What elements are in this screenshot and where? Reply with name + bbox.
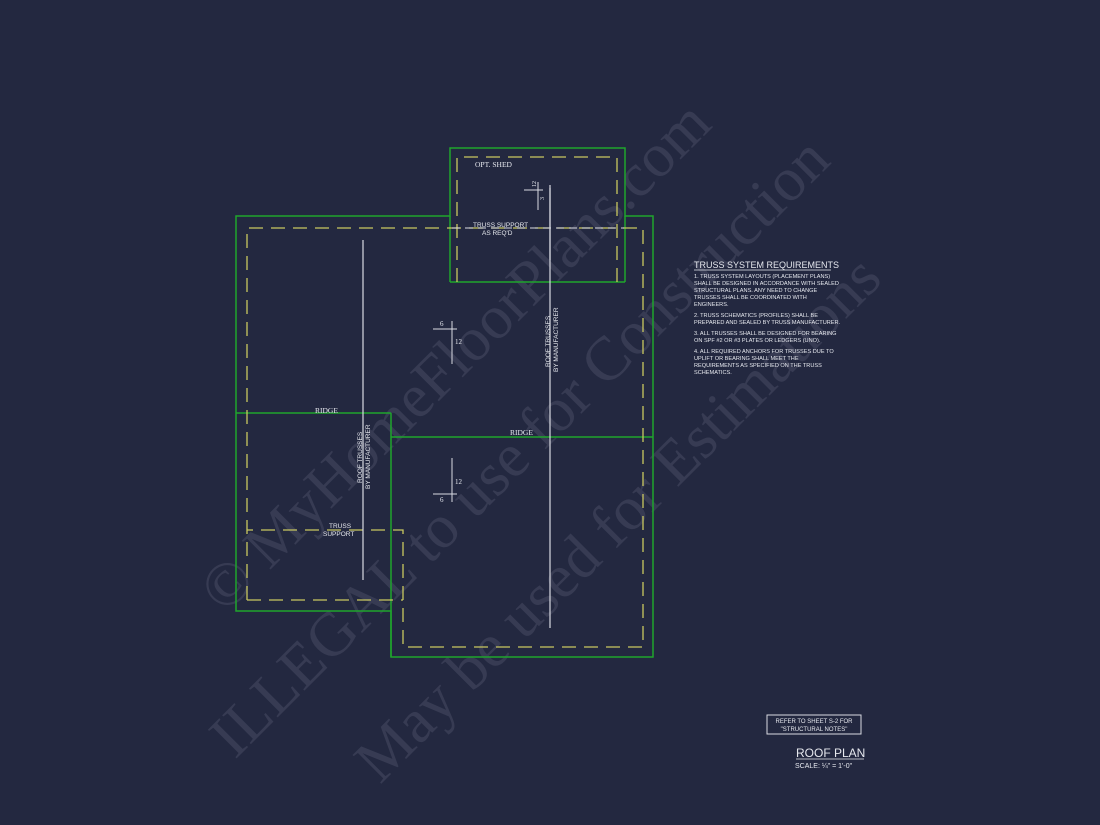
note-line: 1. TRUSS SYSTEM LAYOUTS (PLACEMENT PLANS… [694,274,830,280]
reference-box [766,714,862,735]
note-line: 2. TRUSS SCHEMATICS (PROFILES) SHALL BE [694,313,818,319]
note-line: PREPARED AND SEALED BY TRUSS MANUFACTURE… [694,320,841,326]
notes-title: TRUSS SYSTEM REQUIREMENTS [694,260,839,270]
roof-perimeter [235,147,654,658]
watermark: © MyHomeFloorPlans.com ILLEGAL to use fo… [187,88,894,795]
shed-label: OPT. SHED [475,160,513,169]
shed-support-label-1: TRUSS SUPPORT [473,222,528,229]
note-line: STRUCTURAL PLANS. ANY NEED TO CHANGE [694,288,817,294]
note-line: 3. ALL TRUSSES SHALL BE DESIGNED FOR BEA… [694,331,836,337]
upper-slope-run: 12 [455,338,463,346]
shed-slope-run: 12 [532,181,538,187]
note-line: SHALL BE DESIGNED IN ACCORDANCE WITH SEA… [694,281,839,287]
truss-support-label-1: TRUSS [329,523,352,530]
shed-slope-rise: 3 [540,197,546,200]
note-line: TRUSSES SHALL BE COORDINATED WITH [694,295,807,301]
drawing-scale: SCALE: ¼" = 1'-0" [795,763,853,770]
ridge-label-right: RIDGE [510,428,533,437]
main-wall-line [246,227,644,648]
trusses-right-label-1: ROOF TRUSSES [545,315,552,367]
slope-symbols [433,182,543,502]
note-line: SCHEMATICS. [694,370,732,376]
shed-wall-line [456,156,618,282]
drawing-title: ROOF PLAN [796,746,865,760]
trusses-left-label-2: BY MANUFACTURER [365,424,372,489]
note-line: ENGINEERS. [694,302,729,308]
lower-slope-rise: 6 [440,496,444,504]
reference-line-1: REFER TO SHEET S-2 FOR [775,719,853,725]
trusses-left-label-1: ROOF TRUSSES [357,431,364,483]
truss-support-label-2: SUPPORT [323,531,354,538]
wall-lines [246,156,644,648]
note-line: UPLIFT OR BEARING SHALL MEET THE [694,356,799,362]
roof-outline [235,147,654,658]
lower-slope-run: 12 [455,478,463,486]
note-line: 4. ALL REQUIRED ANCHORS FOR TRUSSES DUE … [694,349,834,355]
reference-line-2: "STRUCTURAL NOTES" [781,727,848,733]
note-line: REQUIREMENTS AS SPECIFIED ON THE TRUSS [694,363,822,369]
upper-slope-rise: 6 [440,320,444,328]
note-line: ON SPF #2 OR #3 PLATES OR LEDGERS (UNO). [694,338,821,344]
truss-requirements-notes: TRUSS SYSTEM REQUIREMENTS 1. TRUSS SYSTE… [694,260,841,376]
shed-support-label-2: AS REQ'D [482,230,513,237]
truss-span-lines [362,185,551,628]
ridge-label-left: RIDGE [315,406,338,415]
trusses-right-label-2: BY MANUFACTURER [553,307,560,372]
